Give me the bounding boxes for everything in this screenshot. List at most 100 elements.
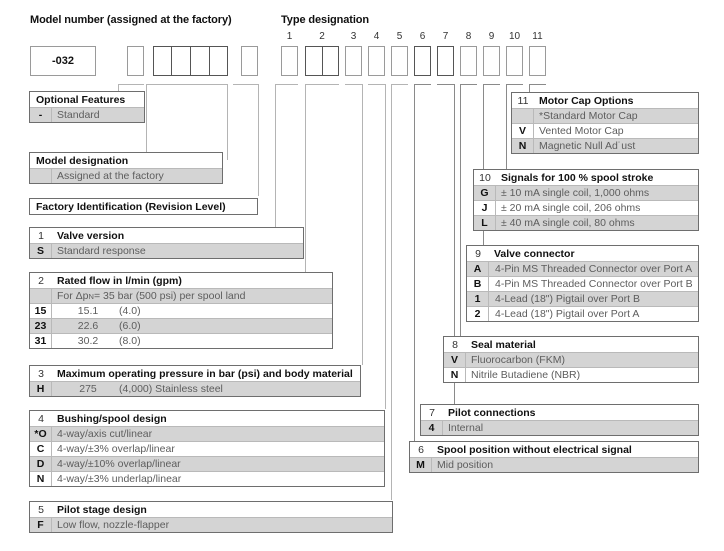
section-number: 3 <box>38 367 44 380</box>
position-number-5: 5 <box>396 31 403 42</box>
factory-identification-box[interactable] <box>241 46 258 76</box>
type-box-11[interactable] <box>529 46 546 76</box>
table-row: 4 Internal <box>421 420 698 435</box>
type-box-4[interactable] <box>368 46 385 76</box>
leader-pos8-h <box>460 84 477 85</box>
table-row: 7 Pilot connections <box>421 405 698 420</box>
table-row: 1 4-Lead (18") Pigtail over Port B <box>467 291 698 306</box>
note-prefix: For Δp <box>57 290 89 302</box>
position-number-3: 3 <box>350 31 357 42</box>
row-key: V <box>512 124 534 138</box>
leader-pos1-h <box>275 84 298 85</box>
section-number: 2 <box>38 274 44 287</box>
leader-pos2-v <box>305 84 306 274</box>
signals-title: Signals for 100 % spool stroke <box>501 171 654 184</box>
row-value: Internal <box>448 422 484 434</box>
table-valve-version: 1 Valve version S Standard response <box>29 227 304 259</box>
table-row: 6 Spool position without electrical sign… <box>410 442 698 457</box>
model-designation-title: Model designation <box>36 154 129 167</box>
row-value: 4-Lead (18") Pigtail over Port A <box>495 308 640 320</box>
table-signals: 10 Signals for 100 % spool stroke G ± 10… <box>473 169 699 231</box>
type-box-7[interactable] <box>437 46 454 76</box>
row-value: 4-way/±3% overlap/linear <box>57 443 175 455</box>
table-row: N 4-way/±3% underlap/linear <box>30 471 384 486</box>
row-key: 1 <box>467 292 489 306</box>
row-value: ± 10 mA single coil, 1,000 ohms <box>501 187 650 199</box>
optional-features-title: Optional Features <box>36 93 126 106</box>
leader-pos2-h <box>305 84 339 85</box>
table-row: 15 15.1(4.0) <box>30 303 332 318</box>
pilot-connections-title: Pilot connections <box>448 406 536 419</box>
optional-features-box[interactable] <box>127 46 144 76</box>
leader-factory-id-v <box>258 84 259 196</box>
leader-pos3-h <box>345 84 362 85</box>
row-value: Nitrile Butadiene (NBR) <box>471 369 581 381</box>
leader-pos1-v <box>275 84 276 230</box>
section-number: 7 <box>429 406 435 419</box>
max-pressure-title: Maximum operating pressure in bar (psi) … <box>57 367 353 380</box>
table-row: 1 Valve version <box>30 228 303 243</box>
type-box-6[interactable] <box>414 46 431 76</box>
row-key: - <box>30 108 52 122</box>
table-row: 4 Bushing/spool design <box>30 411 384 426</box>
leader-model-designation-v2 <box>146 84 147 158</box>
type-box-3[interactable] <box>345 46 362 76</box>
spool-position-title: Spool position without electrical signal <box>437 443 632 456</box>
type-box-8[interactable] <box>460 46 477 76</box>
type-box-9[interactable] <box>483 46 500 76</box>
position-number-7: 7 <box>442 31 449 42</box>
section-number: 9 <box>475 247 481 260</box>
leader-pos4-h <box>368 84 385 85</box>
value-metric: 15.1 <box>77 305 99 317</box>
valve-connector-title: Valve connector <box>494 247 575 260</box>
table-row: Model designation <box>30 153 222 168</box>
value-imperial: (8.0) <box>119 335 141 347</box>
row-value: ± 20 mA single coil, 206 ohms <box>501 202 641 214</box>
row-value: Standard <box>57 109 100 121</box>
position-number-10: 10 <box>508 31 521 42</box>
table-max-pressure: 3 Maximum operating pressure in bar (psi… <box>29 365 361 397</box>
row-value: 4-way/±10% overlap/linear <box>57 458 181 470</box>
note-rest: = 35 bar (500 psi) per spool land <box>93 290 246 302</box>
table-row: 31 30.2(8.0) <box>30 333 332 348</box>
table-row: F Low flow, nozzle-flapper <box>30 517 392 532</box>
table-row: B 4-Pin MS Threaded Connector over Port … <box>467 276 698 291</box>
leader-model-designation-h <box>146 84 228 85</box>
row-value: Mid position <box>437 459 494 471</box>
row-value: Vented Motor Cap <box>539 125 624 137</box>
table-pilot-stage: 5 Pilot stage design F Low flow, nozzle-… <box>29 501 393 533</box>
table-bushing-spool: 4 Bushing/spool design *O 4-way/axis cut… <box>29 410 385 487</box>
position-number-2: 2 <box>319 31 325 42</box>
row-value: Standard response <box>57 245 146 257</box>
row-key: 31 <box>30 334 52 348</box>
type-box-1[interactable] <box>281 46 298 76</box>
table-row: Factory Identification (Revision Level) <box>30 199 257 214</box>
row-key: N <box>512 139 534 153</box>
row-key: 23 <box>30 319 52 333</box>
section-number: 6 <box>418 443 424 456</box>
table-row: L ± 40 mA single coil, 80 ohms <box>474 215 698 230</box>
position-number-4: 4 <box>373 31 380 42</box>
heading-model-number: Model number (assigned at the factory) <box>30 14 232 26</box>
table-valve-connector: 9 Valve connector A 4-Pin MS Threaded Co… <box>466 245 699 322</box>
table-row: N Magnetic Null Ad˙ust <box>512 138 698 153</box>
row-key: C <box>30 442 52 456</box>
row-key: G <box>474 186 496 200</box>
table-row: 8 Seal material <box>444 337 698 352</box>
value-imperial: (4.0) <box>119 305 141 317</box>
row-value: 4-way/±3% underlap/linear <box>57 473 182 485</box>
type-box-5[interactable] <box>391 46 408 76</box>
table-row: H 275(4,000) Stainless steel <box>30 381 360 396</box>
model-number-box[interactable]: -032 <box>30 46 96 76</box>
table-pilot-connections: 7 Pilot connections 4 Internal <box>420 404 699 436</box>
table-optional-features: Optional Features - Standard <box>29 91 145 123</box>
table-model-designation: Model designation Assigned at the factor… <box>29 152 223 184</box>
section-number: 11 <box>517 94 529 107</box>
row-key <box>30 289 52 303</box>
row-value: 22.6(6.0) <box>52 319 332 333</box>
type-box-10[interactable] <box>506 46 523 76</box>
leader-pos5-h <box>391 84 408 85</box>
row-value: ± 40 mA single coil, 80 ohms <box>501 217 635 229</box>
table-spool-position: 6 Spool position without electrical sign… <box>409 441 699 473</box>
